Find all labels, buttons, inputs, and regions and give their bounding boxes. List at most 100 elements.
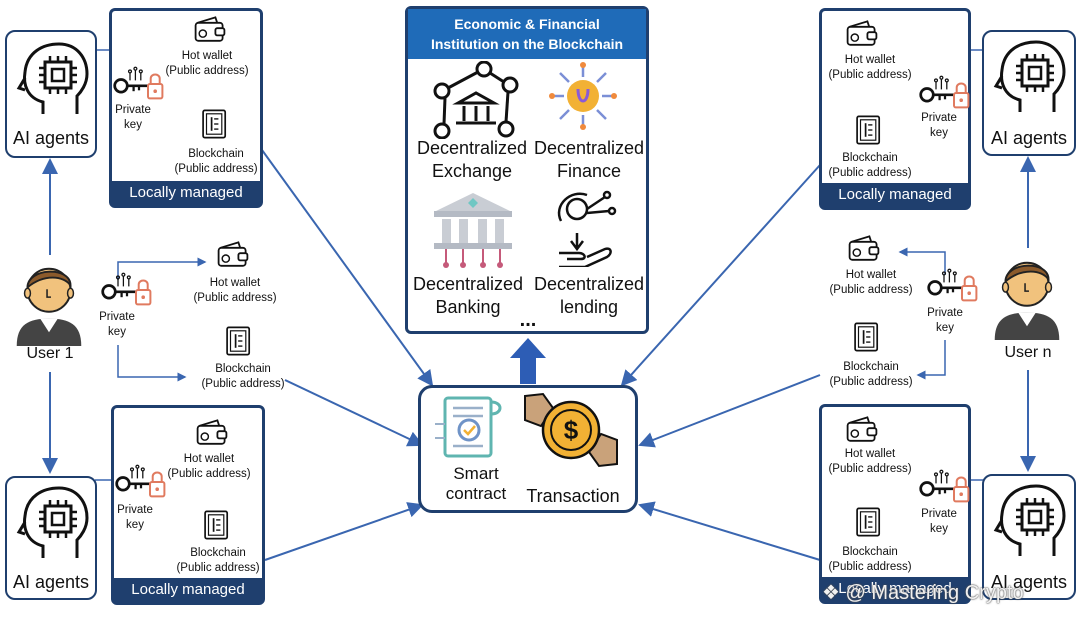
locally-managed-label: Locally managed <box>112 181 260 205</box>
blockchain-icon <box>222 324 256 358</box>
finance-icon <box>549 62 617 130</box>
institution-title-line1: Economic & Financial <box>454 16 600 32</box>
blockchain-icon <box>200 508 234 542</box>
wallet-panel-top-left: Hot wallet (Public address) Private key … <box>109 8 263 208</box>
ai-agent-box-bottom-left: AI agents <box>5 476 97 600</box>
hot-wallet-label: Hot wallet <box>845 269 897 281</box>
inst-item-exchange: Decentralized Exchange <box>412 137 532 183</box>
private-label: Private <box>117 504 153 516</box>
watermark-text: @ Mastering Crypto <box>845 582 1024 604</box>
transaction-coin-icon: $ <box>524 392 618 468</box>
more-ellipsis: ... <box>519 309 537 331</box>
wallet-panel-bottom-right: Hot wallet (Public address) Private key … <box>819 404 971 604</box>
inst-item-line1: Decentralized <box>416 138 528 158</box>
public-address-label: (Public address) <box>174 163 258 175</box>
ai-head-chip-icon <box>13 38 93 118</box>
user-1-avatar <box>14 258 84 346</box>
key-label: key <box>930 127 948 139</box>
blockchain-label: Blockchain <box>190 547 246 559</box>
private-label: Private <box>921 508 957 520</box>
private-key-icon <box>918 75 972 111</box>
blockchain-label: Blockchain <box>842 152 898 164</box>
private-label: Private <box>99 311 135 323</box>
public-address-label: (Public address) <box>165 65 249 77</box>
locally-managed-label: Locally managed <box>822 577 968 601</box>
public-address-label: (Public address) <box>829 284 913 296</box>
key-label: key <box>126 519 144 531</box>
key-label: key <box>936 322 954 334</box>
smart-contract-line2: contract <box>445 484 507 503</box>
smart-contract-line1: Smart <box>453 464 499 483</box>
private-label: Private <box>927 307 963 319</box>
private-key-icon <box>926 268 980 304</box>
ai-agents-label: AI agents <box>12 572 90 592</box>
inst-item-line2: Banking <box>435 297 501 317</box>
public-address-label: (Public address) <box>167 468 251 480</box>
wallet-icon <box>194 418 230 448</box>
ai-agent-box-top-right: AI agents <box>982 30 1076 156</box>
inst-item-line2: lending <box>559 297 619 317</box>
hot-wallet-label: Hot wallet <box>183 453 235 465</box>
user-1-label: User 1 <box>26 345 74 362</box>
public-address-label: (Public address) <box>829 376 913 388</box>
public-address-label: (Public address) <box>193 292 277 304</box>
smart-contract-icon <box>435 396 502 458</box>
public-address-label: (Public address) <box>176 562 260 574</box>
locally-managed-label: Locally managed <box>114 578 262 602</box>
up-arrow-icon <box>510 338 546 384</box>
lending-icon <box>557 190 617 267</box>
contract-transaction-box: Smart contract $ Transaction <box>418 385 638 513</box>
key-label: key <box>108 326 126 338</box>
ai-head-chip-icon <box>13 482 93 562</box>
wallet-icon <box>844 19 880 49</box>
inst-item-line2: Exchange <box>431 161 513 181</box>
wallet-panel-bottom-left: Hot wallet (Public address) Private key … <box>111 405 265 605</box>
private-key-icon <box>918 469 972 505</box>
blockchain-label: Blockchain <box>843 361 899 373</box>
blockchain-label: Blockchain <box>215 363 271 375</box>
arrow-br-to-center <box>638 501 821 561</box>
blockchain-icon <box>852 113 886 147</box>
ai-head-chip-icon <box>990 36 1070 116</box>
hot-wallet-label: Hot wallet <box>209 277 261 289</box>
public-address-label: (Public address) <box>201 378 285 390</box>
private-key-icon <box>114 464 168 500</box>
inst-item-line2: Finance <box>556 161 622 181</box>
private-key-icon <box>100 272 154 308</box>
arrow-mr-to-center <box>638 374 821 448</box>
watermark-logo-icon: ❖ <box>822 582 846 604</box>
blockchain-label: Blockchain <box>842 546 898 558</box>
private-key-icon <box>112 66 166 102</box>
public-address-label: (Public address) <box>828 561 912 573</box>
public-address-label: (Public address) <box>828 167 912 179</box>
inst-item-finance: Decentralized Finance <box>529 137 649 183</box>
hot-wallet-label: Hot wallet <box>181 50 233 62</box>
user-n-avatar <box>992 252 1062 340</box>
wallet-icon <box>846 234 882 264</box>
banking-icon <box>434 193 512 268</box>
ai-agent-box-bottom-right: AI agents <box>982 474 1076 600</box>
svg-text:$: $ <box>564 415 579 445</box>
public-address-label: (Public address) <box>828 69 912 81</box>
ai-agents-label: AI agents <box>990 128 1068 148</box>
private-label: Private <box>921 112 957 124</box>
inst-item-line1: Decentralized <box>412 274 524 294</box>
ai-head-chip-icon <box>990 480 1070 560</box>
public-address-label: (Public address) <box>828 463 912 475</box>
arrow-tl-to-center <box>261 149 434 387</box>
ai-agents-label: AI agents <box>12 128 90 148</box>
private-label: Private <box>115 104 151 116</box>
user-n-label: User n <box>1004 344 1052 361</box>
institution-title-line2: Institution on the Blockchain <box>430 36 624 52</box>
arrow-tr-to-center <box>620 164 821 387</box>
transaction-label: Transaction <box>526 486 620 506</box>
institution-box: Economic & Financial Institution on the … <box>405 6 649 334</box>
inst-item-lending: Decentralized lending <box>529 273 649 319</box>
smart-contract-label: Smart contract <box>431 464 521 504</box>
hot-wallet-label: Hot wallet <box>844 448 896 460</box>
key-label: key <box>124 119 142 131</box>
blockchain-label: Blockchain <box>188 148 244 160</box>
locally-managed-label: Locally managed <box>822 183 968 207</box>
inst-item-line1: Decentralized <box>533 138 645 158</box>
inst-item-banking: Decentralized Banking <box>408 273 528 319</box>
